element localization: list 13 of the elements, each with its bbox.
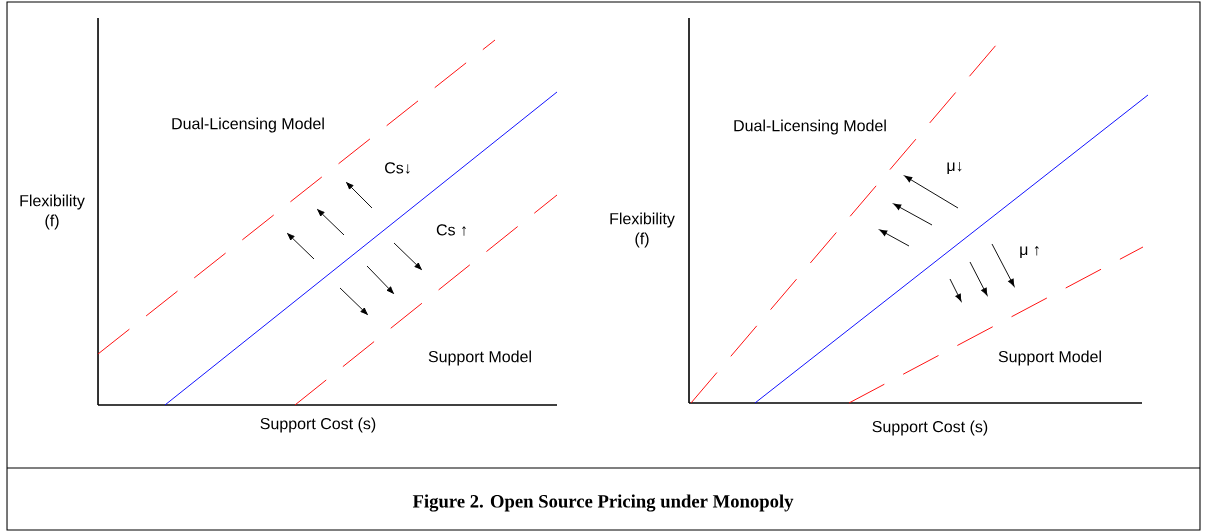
axis-label: Flexibility (f) xyxy=(610,212,675,248)
region-label: Dual-Licensing Model xyxy=(734,119,886,135)
region-label: Support Model xyxy=(428,350,531,366)
axis-label: Support Cost (s) xyxy=(872,420,988,436)
shift-label: μ ↑ xyxy=(1020,245,1039,259)
figure-caption: Figure 2. Open Source Pricing under Monopoly xyxy=(412,494,794,512)
region-label: Support Model xyxy=(998,350,1101,366)
shift-label: Cs ↑ xyxy=(436,224,466,236)
axis-label: Support Cost (s) xyxy=(260,417,376,433)
shift-label: Cs↓ xyxy=(385,162,410,174)
shift-label: μ↓ xyxy=(947,161,962,175)
axis-label: Flexibility (f) xyxy=(20,194,85,230)
region-label: Dual-Licensing Model xyxy=(172,117,324,133)
